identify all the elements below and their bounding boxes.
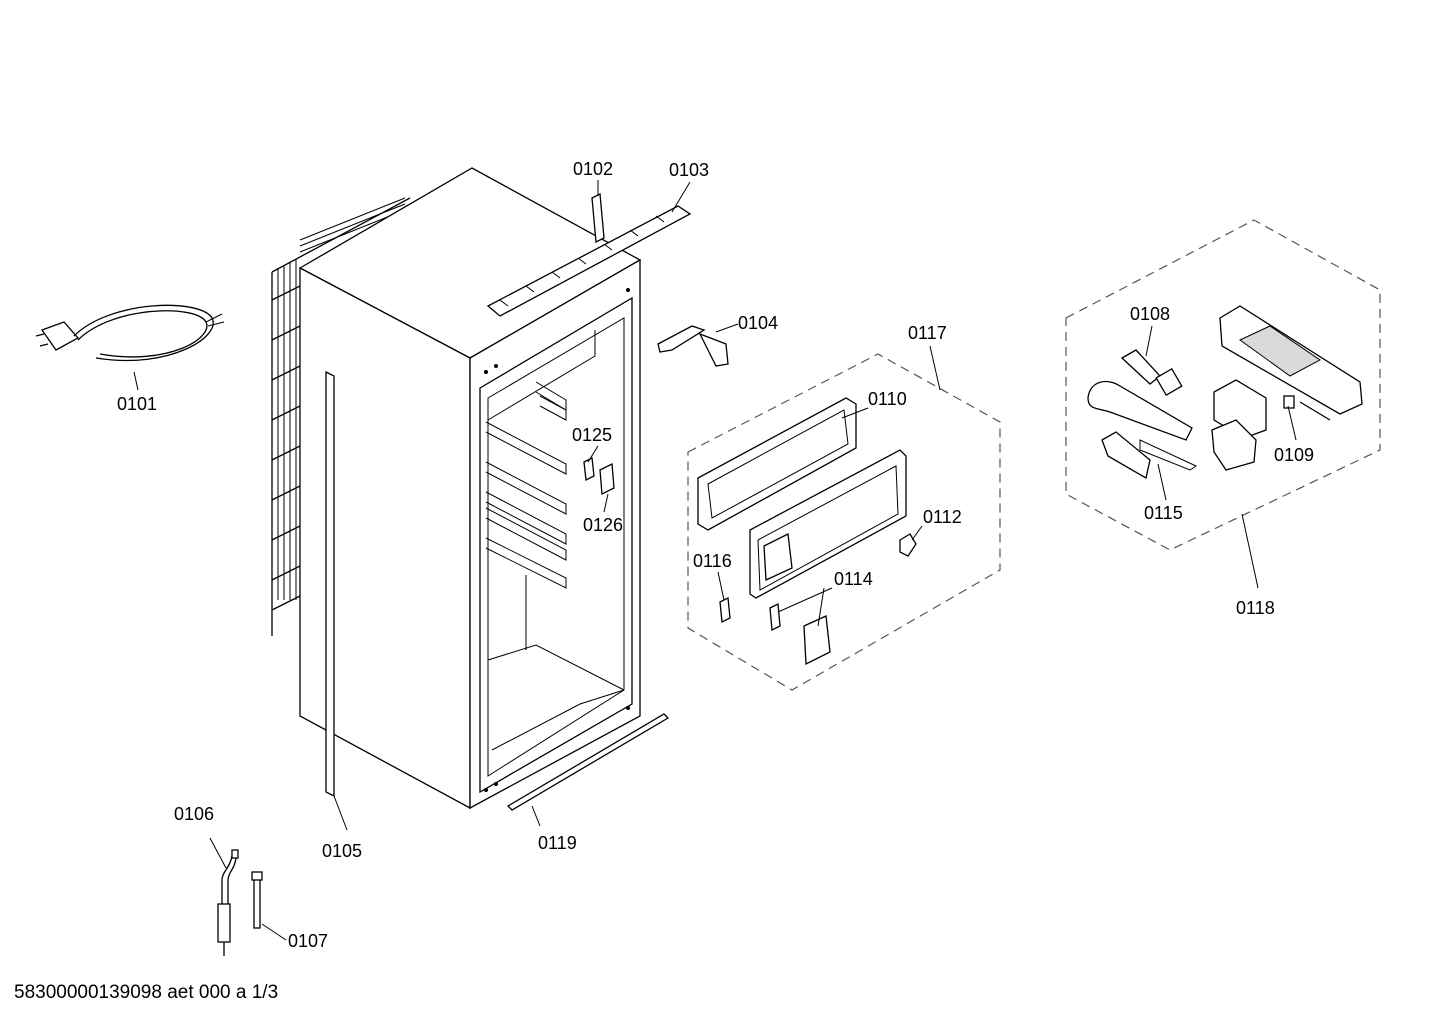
part-0119-strip [506,713,670,811]
part-0115-cover [1087,380,1198,480]
part-0109-switch [1211,379,1331,471]
part-control-housing [1219,305,1363,415]
part-0101-power-cord [35,304,225,362]
cabinet-body [298,167,642,810]
label-0112: 0112 [923,507,962,527]
part-0106-sensor [217,849,239,956]
part-0114-door [749,449,907,599]
label-0104: 0104 [738,313,778,333]
label-0105: 0105 [322,841,362,861]
label-0126: 0126 [583,515,623,535]
drawing-number: 58300000139098 aet 000 a 1/3 [14,982,278,1003]
part-0103-rail [486,205,692,317]
label-0106: 0106 [174,804,214,824]
part-0114-pin [769,602,781,632]
part-0110-frame [697,397,857,531]
label-0125: 0125 [572,425,612,445]
part-0116 [719,596,731,624]
label-0109: 0109 [1274,445,1314,465]
part-0114-clip [803,615,831,666]
label-0107: 0107 [288,931,328,951]
part-0104-hinge [657,325,729,367]
part-0107-probe [251,871,263,929]
label-0114: 0114 [834,569,873,589]
label-0116: 0116 [693,551,732,571]
label-0103: 0103 [669,160,709,180]
label-0108: 0108 [1130,304,1170,324]
label-0110: 0110 [868,389,907,409]
group-0118-outline [1065,219,1381,551]
part-0126 [599,462,615,496]
label-0101: 0101 [117,394,157,414]
part-0105-strip [325,370,335,798]
label-0102: 0102 [573,159,613,179]
part-0108-bulb [1120,349,1183,397]
label-0115: 0115 [1144,503,1183,523]
label-0118: 0118 [1236,598,1275,618]
part-0102-bracket [591,192,605,244]
leader-lines [133,180,1297,941]
label-0117: 0117 [908,323,947,343]
condenser-grille [271,197,411,636]
label-0119: 0119 [538,833,577,853]
group-0117-outline [687,353,1001,691]
